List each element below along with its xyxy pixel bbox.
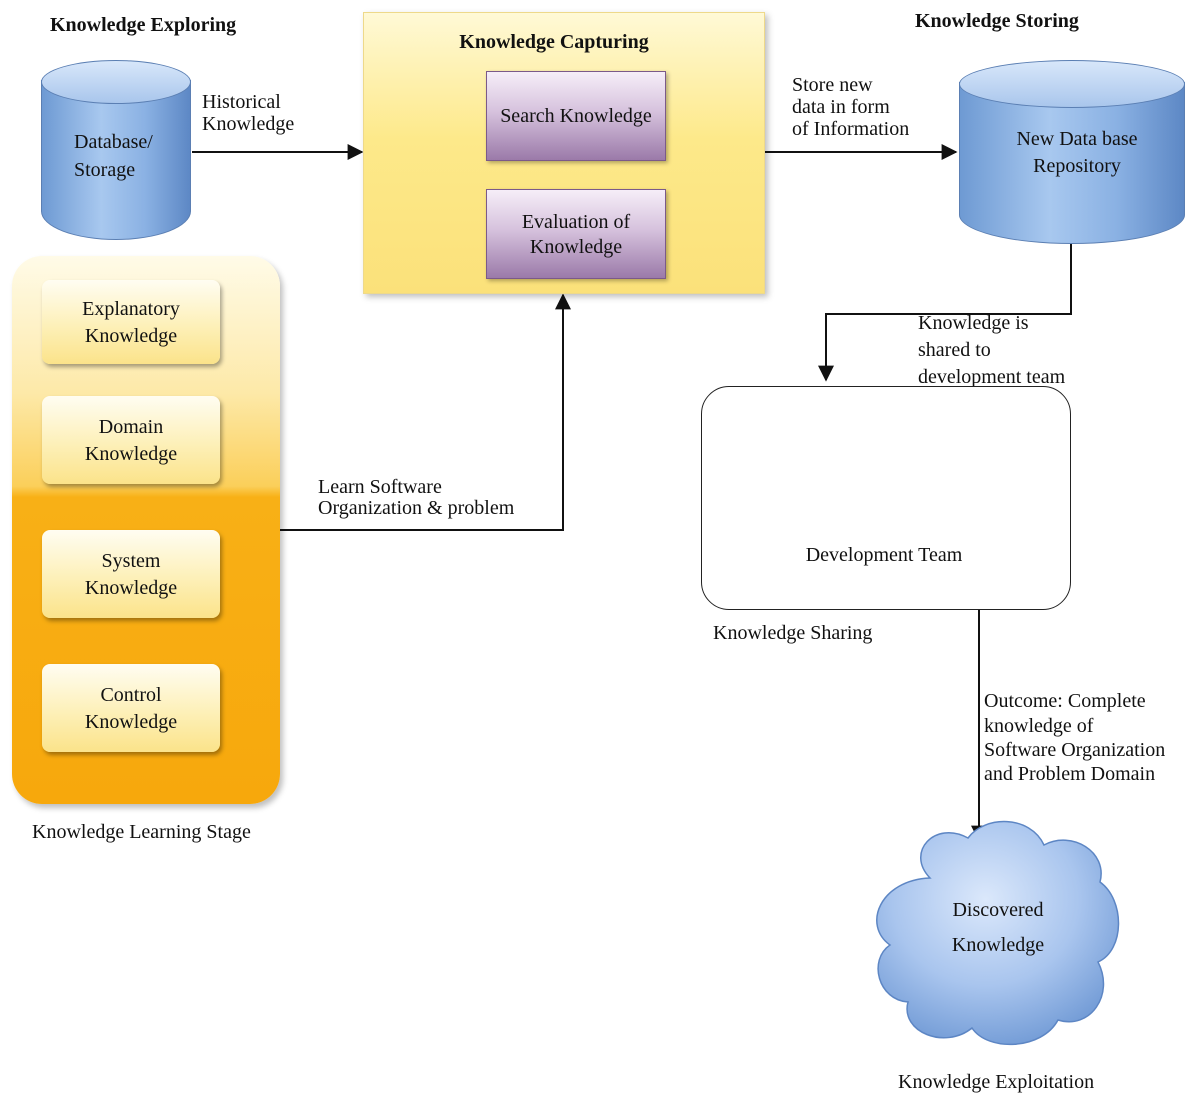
shared-label-3: development team (918, 366, 1066, 388)
outcome-label-4: and Problem Domain (984, 763, 1156, 785)
outcome-label-2: knowledge of (984, 715, 1094, 737)
repository-label-2: Repository (1033, 155, 1121, 177)
evaluation-box: Evaluation of Knowledge (486, 189, 666, 279)
storing-title: Knowledge Storing (915, 10, 1079, 32)
explanatory-label-2: Knowledge (84, 324, 178, 347)
cloud-label-2: Knowledge (951, 934, 1045, 956)
sharing-caption: Knowledge Sharing (713, 622, 873, 644)
historical-label-1: Historical (202, 91, 281, 113)
development-team-label: Development Team (805, 544, 963, 566)
database-cylinder: Database/ Storage (41, 60, 191, 240)
domain-label-2: Knowledge (84, 442, 178, 465)
learn-label-2: Organization & problem (318, 497, 515, 519)
search-knowledge-box: Search Knowledge (486, 71, 666, 161)
development-team-box: Development Team (701, 386, 1071, 610)
system-label-2: Knowledge (84, 576, 178, 599)
shared-label-1: Knowledge is (918, 312, 1029, 334)
capturing-panel: Knowledge Capturing Search Knowledge Eva… (363, 12, 765, 294)
system-box: System Knowledge (42, 530, 220, 618)
evaluation-label-1: Evaluation of (521, 210, 631, 233)
cloud-shape (876, 820, 1120, 1046)
repository-label-1: New Data base (1016, 128, 1138, 150)
learn-label-1: Learn Software (318, 476, 442, 498)
learning-caption: Knowledge Learning Stage (32, 821, 251, 843)
arrow-learn (280, 293, 571, 531)
database-label-2: Storage (74, 159, 136, 181)
database-label-1: Database/ (74, 131, 153, 153)
domain-box: Domain Knowledge (42, 396, 220, 484)
control-box: Control Knowledge (42, 664, 220, 752)
explanatory-label-1: Explanatory (82, 297, 180, 320)
domain-label-1: Domain (98, 415, 164, 438)
store-label-2: data in form (792, 96, 890, 118)
control-label-2: Knowledge (84, 710, 178, 733)
capturing-title: Knowledge Capturing (459, 31, 649, 53)
cloud-label-1: Discovered (952, 899, 1044, 921)
arrow-shared (818, 244, 1072, 382)
evaluation-label-2: Knowledge (529, 235, 623, 258)
outcome-label-3: Software Organization (984, 739, 1166, 761)
repository-cylinder: New Data base Repository (959, 60, 1185, 246)
exploitation-caption: Knowledge Exploitation (898, 1071, 1095, 1093)
system-label-1: System (101, 549, 161, 572)
exploring-title: Knowledge Exploring (50, 14, 237, 36)
shared-label-2: shared to (918, 339, 991, 361)
outcome-label-1: Outcome: Complete (984, 690, 1146, 712)
store-label-1: Store new (792, 74, 873, 96)
control-label-1: Control (100, 683, 162, 706)
historical-label-2: Knowledge (202, 113, 295, 135)
search-knowledge-label: Search Knowledge (500, 105, 652, 127)
explanatory-box: Explanatory Knowledge (42, 280, 220, 364)
store-label-3: of Information (792, 118, 910, 140)
